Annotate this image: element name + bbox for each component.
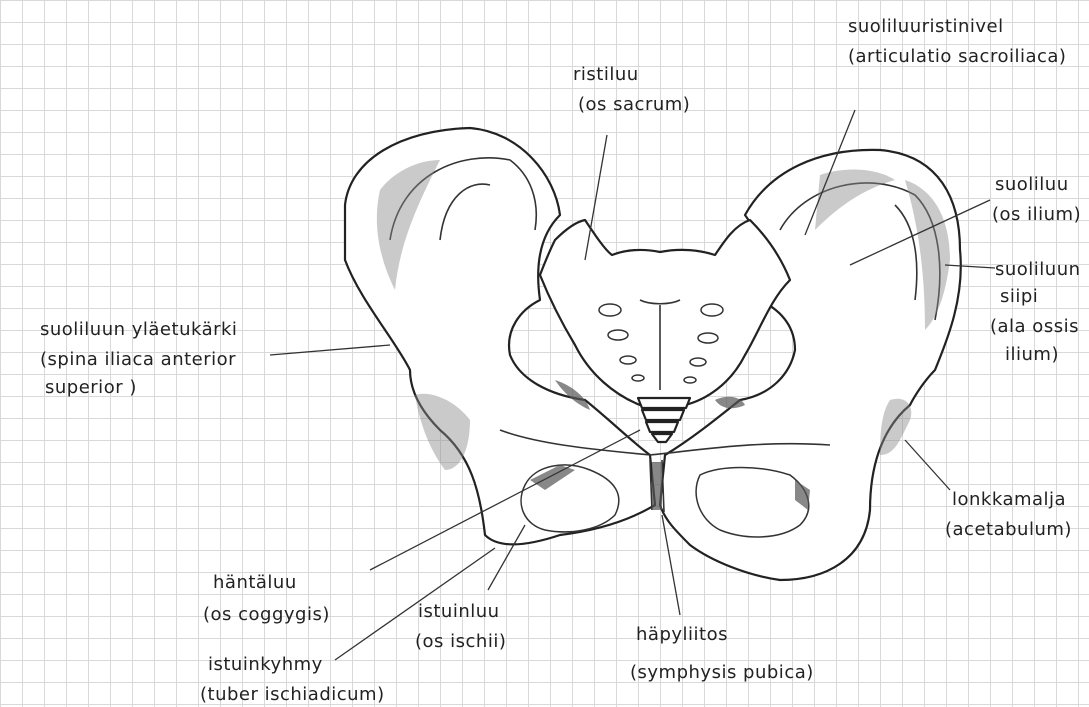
pelvis-drawing [345, 128, 961, 580]
label-pubic-symphysis-latin: (symphysis pubica) [630, 662, 814, 683]
coccyx [638, 398, 690, 442]
right-obturator-foramen [696, 468, 809, 537]
label-ilium: suoliluu [995, 174, 1069, 195]
label-sacroiliac-joint: suoliluuristinivel [848, 16, 1004, 37]
label-ischium-latin: (os ischii) [415, 631, 506, 652]
label-sacroiliac-joint-latin: (articulatio sacroiliaca) [848, 46, 1066, 67]
sacrum [540, 220, 790, 407]
label-iliac-wing-latin2: ilium) [1005, 344, 1059, 365]
label-asis-latin1: (spina iliaca anterior [40, 349, 236, 370]
label-coccyx-latin: (os coggygis) [203, 604, 330, 625]
label-asis: suoliluun yläetukärki [40, 319, 237, 340]
label-acetabulum-latin: (acetabulum) [945, 519, 1072, 540]
label-acetabulum: lonkkamalja [952, 489, 1066, 510]
label-iliac-wing: suoliluun [995, 259, 1081, 280]
label-sacrum: ristiluu [573, 64, 639, 85]
label-ischial-tuberosity: istuinkyhmy [208, 654, 323, 675]
label-ischium: istuinluu [418, 601, 500, 622]
label-sacrum-latin: (os sacrum) [578, 94, 690, 115]
label-ilium-latin: (os ilium) [992, 204, 1081, 225]
label-asis-latin2: superior ) [45, 377, 137, 398]
label-pubic-symphysis: häpyliitos [636, 624, 728, 645]
label-iliac-wing-line2: siipi [1000, 286, 1038, 307]
label-ischial-tuberosity-latin: (tuber ischiadicum) [200, 684, 385, 705]
label-iliac-wing-latin1: (ala ossis [990, 316, 1079, 337]
label-coccyx: häntäluu [213, 572, 297, 593]
